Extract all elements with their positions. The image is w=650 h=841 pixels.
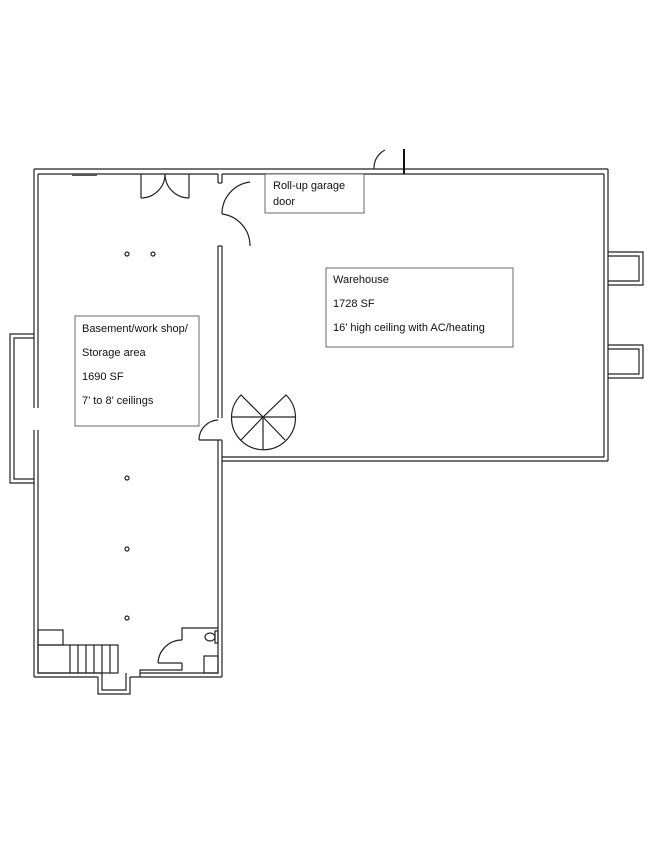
garage-door-label-box: Roll-up garage door <box>264 173 365 214</box>
spiral-staircase <box>230 394 297 451</box>
basement-name-1: Basement/work shop/ <box>82 323 189 335</box>
garage-door-label-2: door <box>273 196 295 208</box>
bathroom <box>139 627 219 674</box>
basement-label-box: Basement/work shop/ Storage area 1690 SF… <box>74 315 200 427</box>
walls <box>9 168 644 695</box>
stairs <box>37 629 119 674</box>
doors <box>72 149 405 441</box>
basement-area: 1690 SF <box>82 371 124 383</box>
garage-door-label-1: Roll-up garage <box>273 180 345 192</box>
columns <box>124 251 156 621</box>
warehouse-area: 1728 SF <box>333 298 375 310</box>
toilet-icon <box>204 632 216 642</box>
warehouse-label-box: Warehouse 1728 SF 16’ high ceiling with … <box>325 267 514 348</box>
basement-name-2: Storage area <box>82 347 146 359</box>
warehouse-note: 16’ high ceiling with AC/heating <box>333 322 485 334</box>
warehouse-name: Warehouse <box>333 274 389 286</box>
basement-note: 7’ to 8’ ceilings <box>82 395 154 407</box>
